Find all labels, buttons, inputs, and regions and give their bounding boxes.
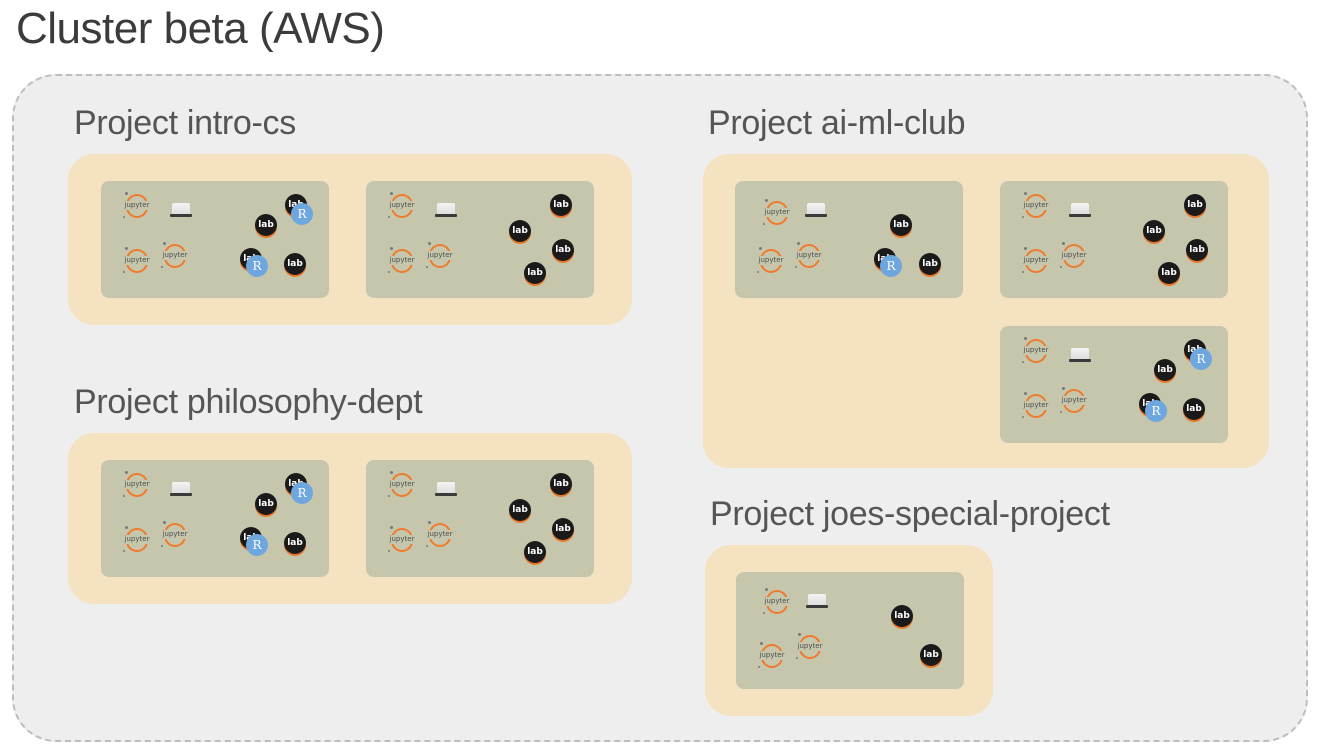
- jupyter-icon: jupyter: [763, 199, 791, 225]
- jupyter-icon: jupyter: [1060, 242, 1088, 268]
- jupyterlab-icon: lab: [552, 239, 574, 261]
- r-icon: R: [246, 255, 268, 277]
- jupyter-icon: jupyter: [426, 521, 454, 547]
- jupyterlab-icon: lab: [890, 214, 912, 236]
- node-philosophy-dept-1: jupyterjupyterjupyterlabRlablabRlab: [101, 460, 329, 577]
- jupyter-icon: jupyter: [123, 526, 151, 552]
- project-title-ai-ml-club: Project ai-ml-club: [708, 104, 966, 142]
- disk-icon: [170, 203, 192, 217]
- jupyter-icon: jupyter: [757, 247, 785, 273]
- jupyterlab-icon: lab: [524, 541, 546, 563]
- jupyterlab-icon: lab: [552, 518, 574, 540]
- r-icon: R: [246, 534, 268, 556]
- jupyterlab-icon: lab: [891, 605, 913, 627]
- project-title-intro-cs: Project intro-cs: [74, 104, 296, 142]
- jupyter-icon: jupyter: [763, 588, 791, 614]
- jupyter-icon: jupyter: [1022, 392, 1050, 418]
- jupyter-icon: jupyter: [795, 242, 823, 268]
- jupyterlab-icon: lab: [550, 473, 572, 495]
- jupyterlab-icon: lab: [255, 214, 277, 236]
- jupyterlab-icon: lab: [1184, 194, 1206, 216]
- jupyterlab-icon: lab: [1186, 239, 1208, 261]
- jupyterlab-icon: lab: [284, 532, 306, 554]
- jupyterlab-icon: lab: [1154, 359, 1176, 381]
- jupyter-icon: jupyter: [388, 526, 416, 552]
- jupyterlab-icon: lab: [1158, 262, 1180, 284]
- jupyter-icon: jupyter: [123, 247, 151, 273]
- jupyter-icon: jupyter: [1022, 247, 1050, 273]
- jupyter-icon: jupyter: [1022, 192, 1050, 218]
- jupyter-icon: jupyter: [388, 471, 416, 497]
- jupyter-icon: jupyter: [1022, 337, 1050, 363]
- jupyterlab-icon: lab: [1183, 398, 1205, 420]
- node-ai-ml-club-3: jupyterjupyterjupyterlabRlablabRlab: [1000, 326, 1228, 443]
- disk-icon: [805, 203, 827, 217]
- jupyterlab-icon: lab: [920, 644, 942, 666]
- jupyter-icon: jupyter: [388, 192, 416, 218]
- jupyter-icon: jupyter: [796, 633, 824, 659]
- disk-icon: [806, 594, 828, 608]
- jupyterlab-icon: lab: [255, 493, 277, 515]
- disk-icon: [170, 482, 192, 496]
- node-intro-cs-1: jupyterjupyterjupyterlabRlablabRlab: [101, 181, 329, 298]
- jupyterlab-icon: lab: [550, 194, 572, 216]
- jupyter-icon: jupyter: [388, 247, 416, 273]
- jupyter-icon: jupyter: [123, 192, 151, 218]
- jupyterlab-icon: lab: [1143, 220, 1165, 242]
- r-icon: R: [880, 255, 902, 277]
- jupyterlab-icon: lab: [509, 220, 531, 242]
- r-icon: R: [1190, 348, 1212, 370]
- jupyterlab-icon: lab: [524, 262, 546, 284]
- jupyter-icon: jupyter: [161, 521, 189, 547]
- jupyterlab-icon: lab: [919, 253, 941, 275]
- jupyter-icon: jupyter: [123, 471, 151, 497]
- disk-icon: [1069, 348, 1091, 362]
- node-ai-ml-club-1: jupyterjupyterjupyterlablabRlab: [735, 181, 963, 298]
- disk-icon: [435, 203, 457, 217]
- disk-icon: [435, 482, 457, 496]
- project-title-joes-special-project: Project joes-special-project: [710, 495, 1110, 533]
- jupyter-icon: jupyter: [426, 242, 454, 268]
- r-icon: R: [291, 203, 313, 225]
- jupyter-icon: jupyter: [758, 642, 786, 668]
- r-icon: R: [291, 482, 313, 504]
- jupyter-icon: jupyter: [1060, 387, 1088, 413]
- jupyterlab-icon: lab: [509, 499, 531, 521]
- project-title-philosophy-dept: Project philosophy-dept: [74, 383, 423, 421]
- disk-icon: [1069, 203, 1091, 217]
- jupyter-icon: jupyter: [161, 242, 189, 268]
- r-icon: R: [1145, 400, 1167, 422]
- jupyterlab-icon: lab: [284, 253, 306, 275]
- cluster-title: Cluster beta (AWS): [16, 4, 385, 53]
